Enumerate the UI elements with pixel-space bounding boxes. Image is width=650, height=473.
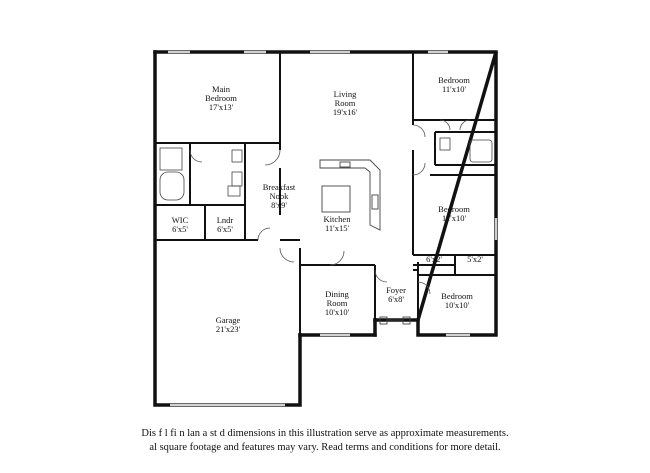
room-labels: Main Bedroom 17'x13' Living Room 19'x16'… <box>172 75 484 334</box>
kitchen-name: Kitchen <box>324 214 352 224</box>
kitchen-counters <box>319 159 381 231</box>
closet-a-dims: 6'x2' <box>426 254 442 264</box>
dining-room-name1: Dining <box>325 289 349 299</box>
laundry-dims: 6'x5' <box>217 224 233 234</box>
living-room-name1: Living <box>334 89 357 99</box>
bedroom-mid-name: Bedroom <box>438 204 470 214</box>
bedroom-top-dims: 11'x10' <box>442 84 466 94</box>
bath-fixtures <box>159 137 493 201</box>
doors <box>189 119 471 295</box>
interior-walls <box>154 52 496 335</box>
entry-marks <box>379 316 411 325</box>
living-room-name2: Room <box>335 98 356 108</box>
foyer-dims: 6'x8' <box>388 294 404 304</box>
laundry-name: Lndr <box>217 215 234 225</box>
foyer-name: Foyer <box>386 285 406 295</box>
breakfast-nook-dims: 8'x9' <box>271 200 287 210</box>
wic-dims: 6'x5' <box>172 224 188 234</box>
breakfast-nook-name2: Nook <box>270 191 290 201</box>
bedroom-top-name: Bedroom <box>438 75 470 85</box>
dining-room-name2: Room <box>327 298 348 308</box>
wic-name: WIC <box>172 215 189 225</box>
main-bedroom-dims: 17'x13' <box>209 102 234 112</box>
garage-dims: 21'x23' <box>216 324 241 334</box>
window-lines <box>168 51 497 406</box>
bedroom-low-dims: 10'x10' <box>445 300 470 310</box>
dining-room-dims: 10'x10' <box>325 307 350 317</box>
bedroom-mid-dims: 11'x10' <box>442 213 466 223</box>
closet-b-dims: 5'x2' <box>467 254 483 264</box>
main-bedroom-name1: Main <box>212 84 231 94</box>
garage-name: Garage <box>216 315 241 325</box>
breakfast-nook-name1: Breakfast <box>263 182 296 192</box>
disclaimer-line-1: Dis f l fi n lan a st d dimensions in th… <box>141 428 509 439</box>
disclaimer-line-2: al square footage and features may vary.… <box>149 442 501 453</box>
kitchen-dims: 11'x15' <box>325 223 349 233</box>
bedroom-low-name: Bedroom <box>441 291 473 301</box>
main-bedroom-name2: Bedroom <box>205 93 237 103</box>
living-room-dims: 19'x16' <box>333 107 358 117</box>
